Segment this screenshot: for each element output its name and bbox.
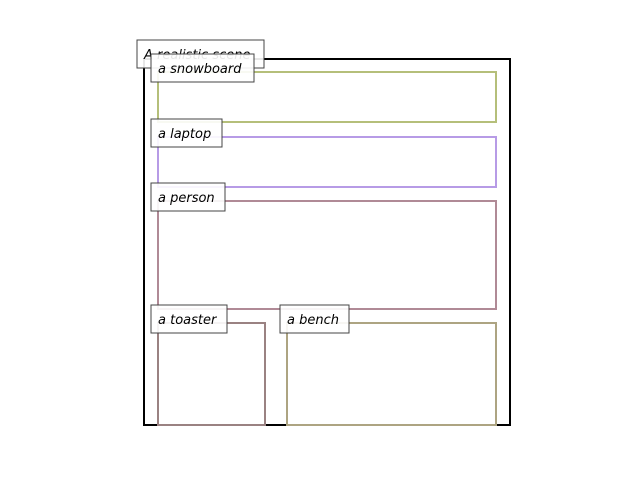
person-label-text: a person (158, 191, 215, 206)
snowboard-box (157, 71, 497, 123)
toaster-label: a toaster (150, 304, 228, 334)
scene-frame (143, 58, 511, 426)
laptop-label: a laptop (150, 118, 223, 148)
bench-label: a bench (279, 304, 350, 334)
bench-label-text: a bench (287, 313, 339, 328)
person-label: a person (150, 182, 226, 212)
person-box (157, 200, 497, 310)
laptop-box (157, 136, 497, 188)
bench-box (286, 322, 497, 426)
laptop-label-text: a laptop (158, 127, 211, 142)
snowboard-label-text: a snowboard (158, 62, 242, 77)
toaster-label-text: a toaster (158, 313, 218, 328)
toaster-box (157, 322, 266, 426)
snowboard-label: a snowboard (150, 53, 255, 83)
